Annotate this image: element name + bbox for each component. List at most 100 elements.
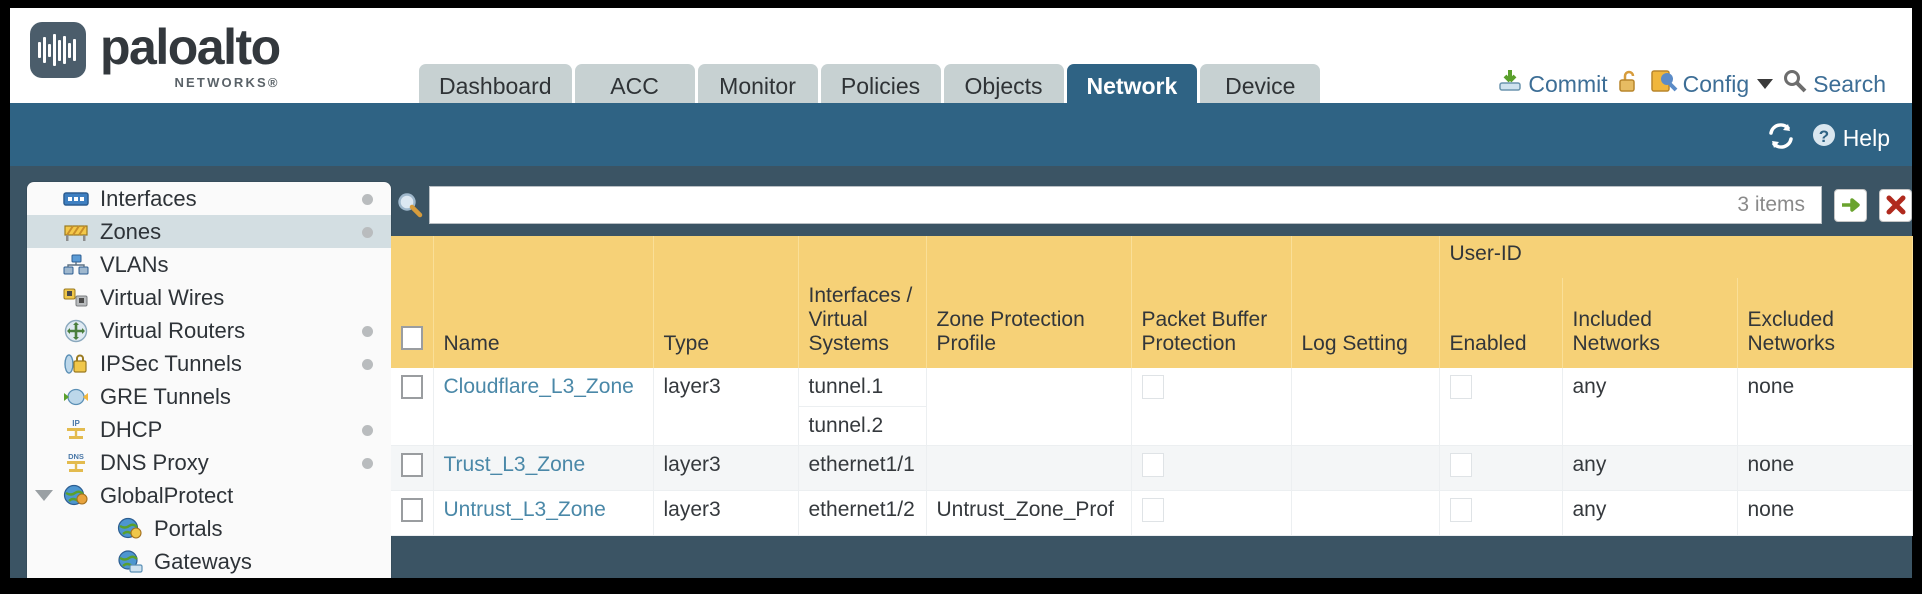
dhcp-icon: IP bbox=[61, 418, 91, 442]
zone-interfaces-cell: tunnel.1 tunnel.2 bbox=[798, 368, 927, 446]
packet-buffer-protection-checkbox[interactable] bbox=[1141, 453, 1164, 477]
config-wrench-icon bbox=[1650, 68, 1678, 100]
col-header-enabled[interactable]: Enabled bbox=[1439, 278, 1563, 368]
select-all-checkbox[interactable] bbox=[401, 326, 423, 350]
ipsec-tunnels-icon bbox=[61, 352, 91, 376]
chevron-down-icon[interactable] bbox=[35, 490, 53, 501]
expand-dot-icon[interactable] bbox=[362, 359, 373, 370]
sidebar-item-globalprotect[interactable]: GlobalProtect bbox=[27, 479, 391, 512]
userid-enabled-checkbox[interactable] bbox=[1449, 375, 1472, 399]
main-tab-bar[interactable]: Dashboard ACC Monitor Policies Objects N… bbox=[419, 64, 1321, 109]
interface-item: tunnel.2 bbox=[808, 414, 884, 437]
sidebar-item-gre-tunnels[interactable]: GRE Tunnels bbox=[27, 380, 391, 413]
userid-enabled-checkbox[interactable] bbox=[1449, 453, 1472, 477]
row-checkbox[interactable] bbox=[401, 375, 423, 399]
packet-buffer-protection-cell[interactable] bbox=[1131, 368, 1292, 446]
col-header-log-setting[interactable]: Log Setting bbox=[1291, 278, 1440, 368]
secondary-blue-bar: ? Help bbox=[10, 103, 1912, 166]
sidebar-item-portals[interactable]: Portals bbox=[27, 512, 391, 545]
table-row[interactable]: Untrust_L3_Zone layer3 ethernet1/2 Untru… bbox=[391, 490, 1913, 536]
gre-tunnels-icon bbox=[61, 385, 91, 409]
sidebar-item-vlans[interactable]: VLANs bbox=[27, 248, 391, 281]
col-header-name[interactable]: Name bbox=[433, 278, 654, 368]
userid-enabled-checkbox[interactable] bbox=[1449, 498, 1472, 522]
brand-logo: paloalto NETWORKS® bbox=[30, 22, 281, 90]
sidebar-item-dhcp[interactable]: IP DHCP bbox=[27, 413, 391, 446]
userid-enabled-cell[interactable] bbox=[1439, 368, 1563, 446]
select-all-header[interactable] bbox=[391, 278, 434, 368]
refresh-icon[interactable] bbox=[1766, 122, 1796, 155]
packet-buffer-protection-checkbox[interactable] bbox=[1141, 498, 1164, 522]
table-group-header-row: User-ID bbox=[391, 236, 1913, 278]
col-header-excluded-networks[interactable]: Excluded Networks bbox=[1737, 278, 1913, 368]
expand-dot-icon[interactable] bbox=[362, 326, 373, 337]
packet-buffer-protection-checkbox[interactable] bbox=[1141, 375, 1164, 399]
expand-dot-icon[interactable] bbox=[362, 194, 373, 205]
top-right-toolbar: Commit Config bbox=[1497, 68, 1886, 100]
zone-name-link[interactable]: Cloudflare_L3_Zone bbox=[443, 375, 634, 398]
tab-monitor[interactable]: Monitor bbox=[697, 64, 818, 109]
gateways-icon bbox=[115, 549, 145, 574]
magnifier-icon bbox=[1782, 68, 1808, 100]
group-spacer-log bbox=[1291, 236, 1440, 278]
sidebar-item-label: Virtual Routers bbox=[100, 317, 246, 343]
tab-acc[interactable]: ACC bbox=[574, 64, 695, 109]
userid-enabled-cell[interactable] bbox=[1439, 490, 1563, 536]
zone-name-link[interactable]: Trust_L3_Zone bbox=[443, 453, 586, 476]
table-row[interactable]: Cloudflare_L3_Zone layer3 tunnel.1 tunne… bbox=[391, 368, 1913, 446]
zones-table: User-ID Name Type Interfaces / Virtual S… bbox=[391, 236, 1913, 536]
zone-name-cell[interactable]: Cloudflare_L3_Zone bbox=[433, 368, 654, 446]
log-setting-cell bbox=[1291, 445, 1440, 491]
help-button[interactable]: ? Help bbox=[1810, 121, 1890, 155]
tab-network[interactable]: Network bbox=[1066, 64, 1198, 109]
help-label: Help bbox=[1842, 124, 1890, 151]
zone-name-cell[interactable]: Untrust_L3_Zone bbox=[433, 490, 654, 536]
search-field-wrapper[interactable]: 3 items bbox=[429, 186, 1822, 224]
log-setting-cell bbox=[1291, 490, 1440, 536]
apply-filter-button[interactable] bbox=[1834, 188, 1867, 222]
sidebar-item-ipsec-tunnels[interactable]: IPSec Tunnels bbox=[27, 347, 391, 380]
col-header-packet-buffer-protection[interactable]: Packet Buffer Protection bbox=[1131, 278, 1292, 368]
zone-interfaces-cell: ethernet1/1 bbox=[798, 445, 927, 491]
items-count-label: 3 items bbox=[1737, 193, 1805, 216]
col-header-zone-protection-profile[interactable]: Zone Protection Profile bbox=[926, 278, 1132, 368]
clear-filter-button[interactable] bbox=[1879, 188, 1912, 222]
col-header-interfaces[interactable]: Interfaces / Virtual Systems bbox=[798, 278, 927, 368]
zone-name-cell[interactable]: Trust_L3_Zone bbox=[433, 445, 654, 491]
unlocked-padlock-icon[interactable] bbox=[1617, 69, 1641, 100]
sidebar-item-label: Gateways bbox=[154, 548, 252, 574]
sidebar-item-dns-proxy[interactable]: DNS DNS Proxy bbox=[27, 446, 391, 479]
sidebar-item-interfaces[interactable]: Interfaces bbox=[27, 182, 391, 215]
row-select-cell[interactable] bbox=[391, 368, 434, 446]
included-networks-cell: any bbox=[1562, 445, 1738, 491]
config-menu[interactable]: Config bbox=[1650, 68, 1774, 100]
packet-buffer-protection-cell[interactable] bbox=[1131, 490, 1292, 536]
zone-name-link[interactable]: Untrust_L3_Zone bbox=[443, 498, 606, 521]
row-select-cell[interactable] bbox=[391, 445, 434, 491]
tab-dashboard[interactable]: Dashboard bbox=[419, 64, 572, 109]
expand-dot-icon[interactable] bbox=[362, 227, 373, 238]
table-row[interactable]: Trust_L3_Zone layer3 ethernet1/1 any bbox=[391, 445, 1913, 491]
zone-type-cell: layer3 bbox=[653, 445, 799, 491]
userid-enabled-cell[interactable] bbox=[1439, 445, 1563, 491]
tab-policies[interactable]: Policies bbox=[820, 64, 941, 109]
expand-dot-icon[interactable] bbox=[362, 458, 373, 469]
row-checkbox[interactable] bbox=[401, 453, 423, 477]
tab-device[interactable]: Device bbox=[1200, 64, 1321, 109]
sidebar-item-virtual-wires[interactable]: Virtual Wires bbox=[27, 281, 391, 314]
sidebar-item-gateways[interactable]: Gateways bbox=[27, 545, 391, 578]
row-checkbox[interactable] bbox=[401, 498, 423, 522]
expand-dot-icon[interactable] bbox=[362, 425, 373, 436]
sidebar-item-virtual-routers[interactable]: Virtual Routers bbox=[27, 314, 391, 347]
packet-buffer-protection-cell[interactable] bbox=[1131, 445, 1292, 491]
search-input[interactable] bbox=[440, 193, 1738, 217]
col-header-included-networks[interactable]: Included Networks bbox=[1562, 278, 1738, 368]
tab-objects[interactable]: Objects bbox=[943, 64, 1064, 109]
sidebar-item-zones[interactable]: Zones bbox=[27, 215, 391, 248]
main-content-area: Interfaces Zones bbox=[10, 166, 1913, 578]
search-button[interactable]: Search bbox=[1782, 68, 1886, 100]
sidebar-item-label: Virtual Wires bbox=[100, 284, 225, 310]
commit-button[interactable]: Commit bbox=[1497, 68, 1608, 100]
col-header-type[interactable]: Type bbox=[653, 278, 799, 368]
row-select-cell[interactable] bbox=[391, 490, 434, 536]
